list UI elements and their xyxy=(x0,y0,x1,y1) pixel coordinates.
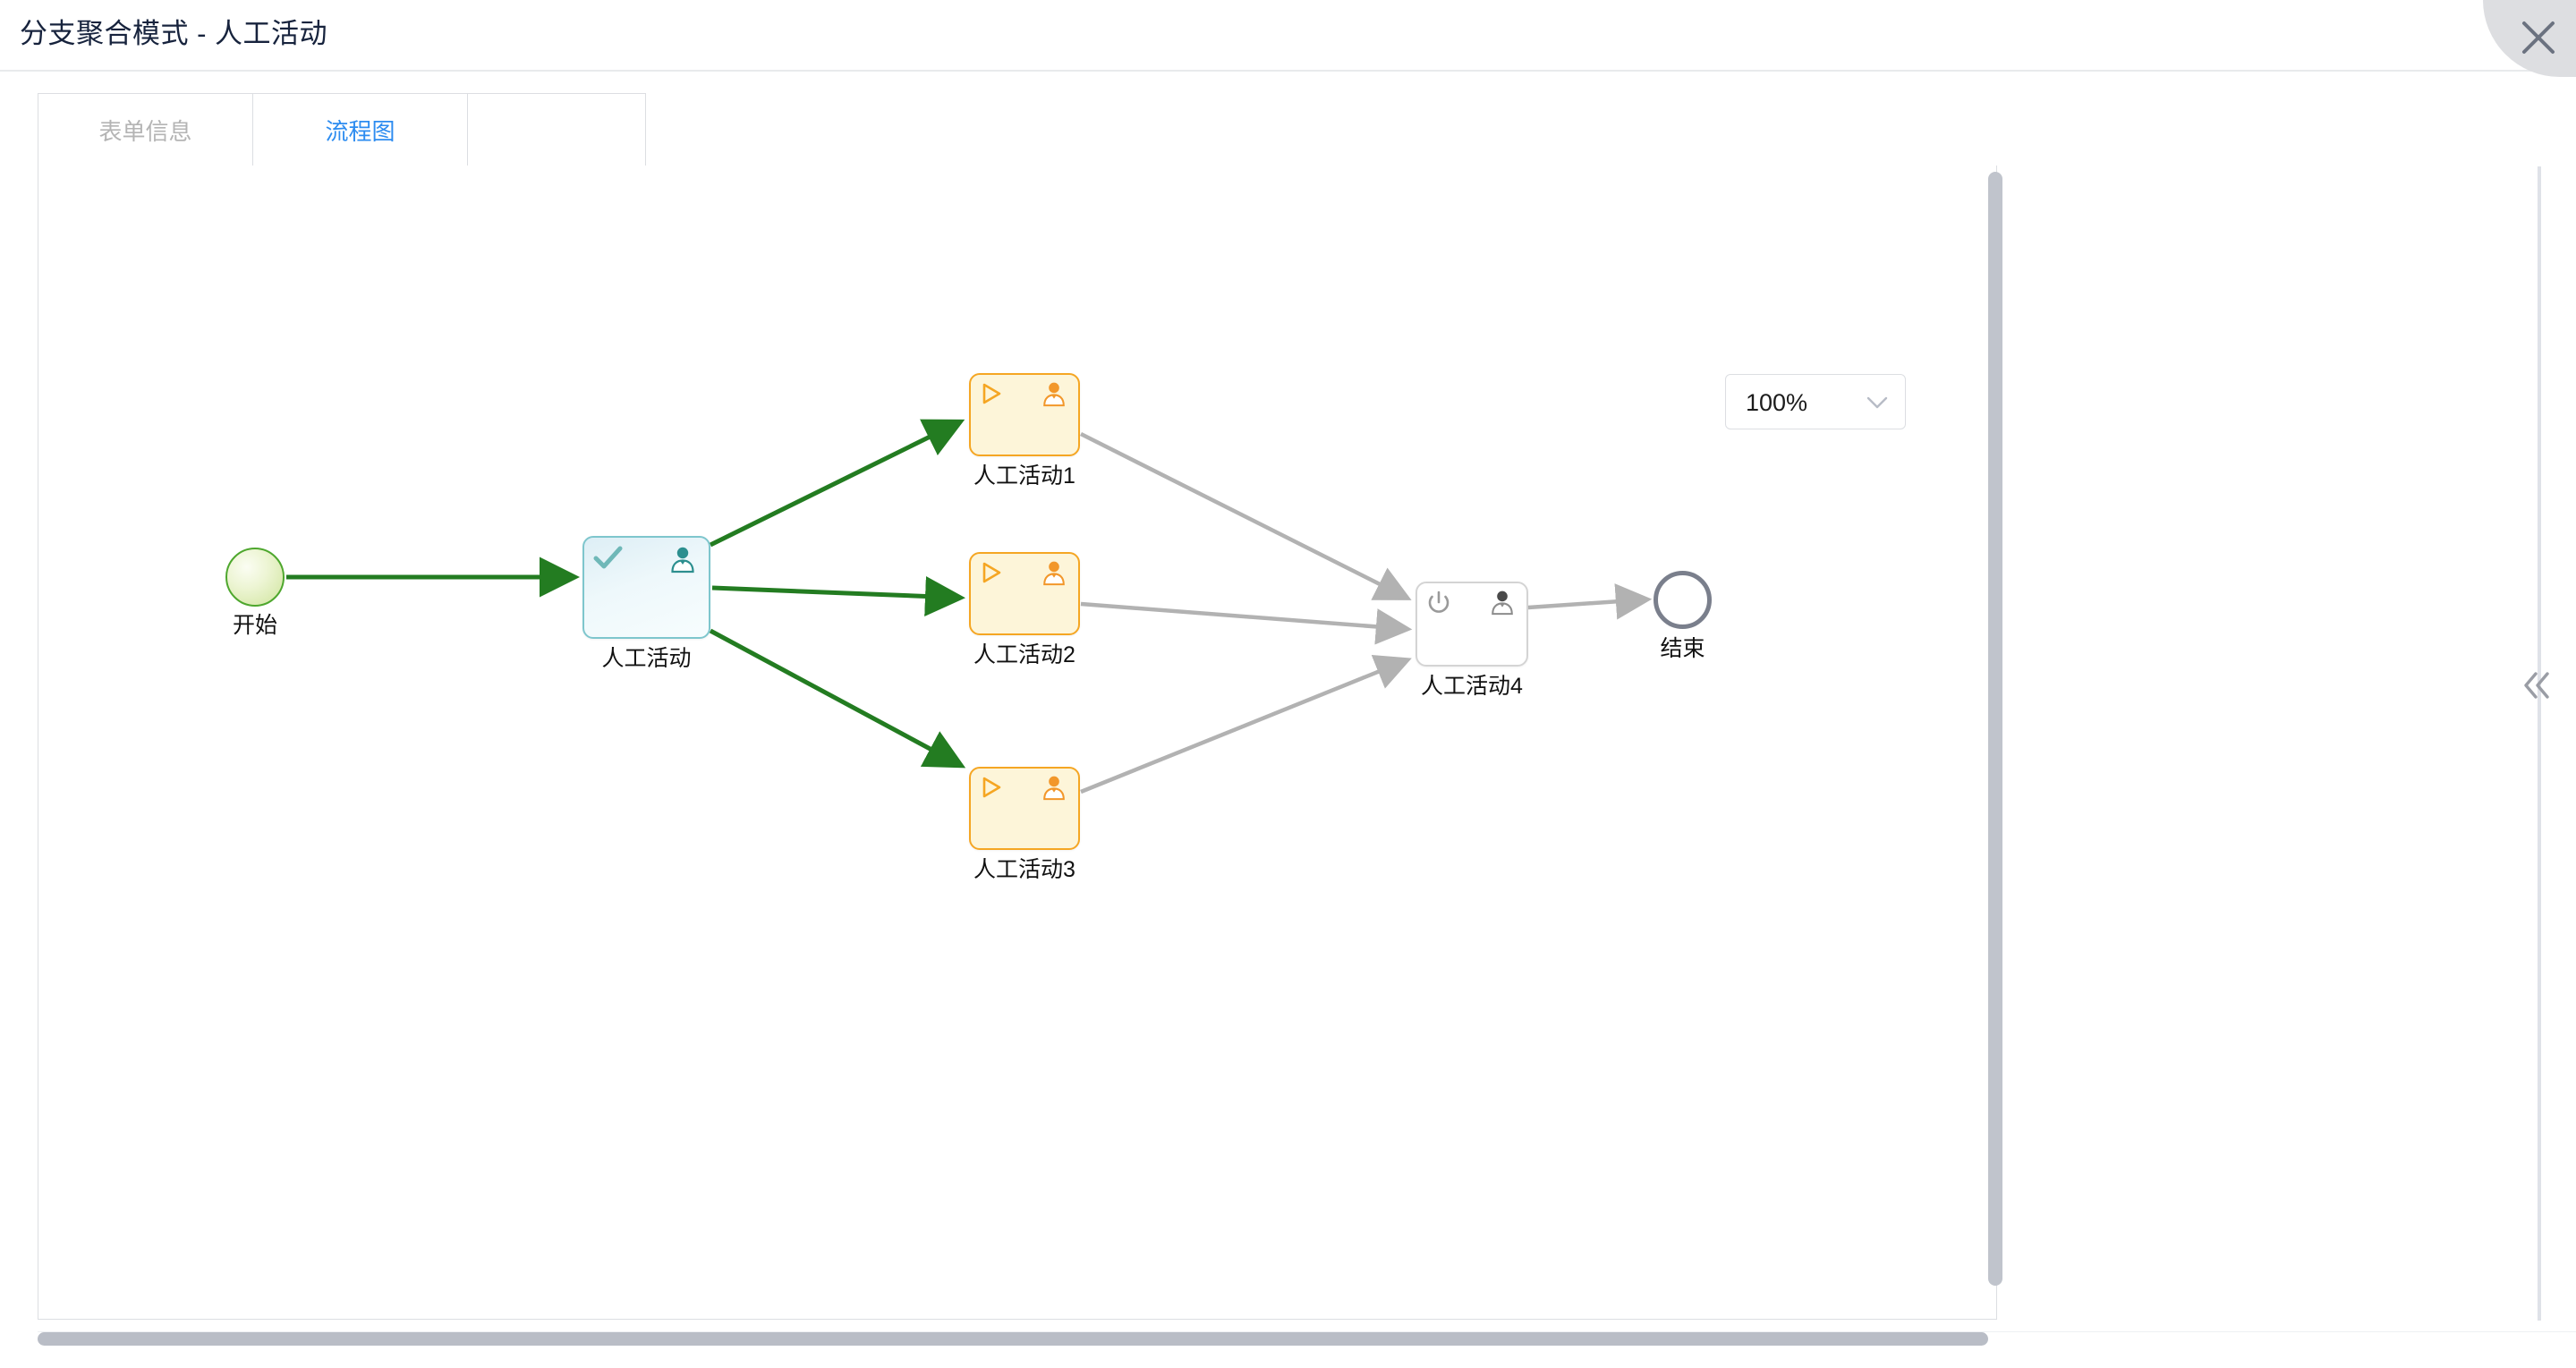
tab-bar-filler xyxy=(467,93,646,166)
node-task-4-label: 人工活动4 xyxy=(1421,674,1523,699)
person-icon xyxy=(1043,776,1065,801)
node-start-label: 开始 xyxy=(232,613,277,638)
edge-task2-task4 xyxy=(1080,601,1413,645)
edge-task4-end xyxy=(1527,583,1653,620)
start-event-shape xyxy=(225,548,285,607)
end-event-shape xyxy=(1654,571,1712,629)
edge-task3-task4 xyxy=(1080,655,1412,794)
collapse-panel-button[interactable] xyxy=(2516,664,2559,707)
node-task-1-label: 人工活动1 xyxy=(973,463,1075,489)
panel-divider xyxy=(2538,166,2541,1321)
close-icon xyxy=(2522,21,2555,54)
node-end-label: 结束 xyxy=(1660,636,1705,661)
tab-bar: 表单信息 流程图 xyxy=(38,93,646,166)
edge-task1-task4 xyxy=(1079,431,1412,600)
check-icon xyxy=(593,546,623,569)
task-node-shape xyxy=(582,536,710,639)
tab-form-info[interactable]: 表单信息 xyxy=(38,93,252,166)
zoom-level-select[interactable]: 100% xyxy=(1725,374,1906,429)
close-button[interactable] xyxy=(2483,0,2576,77)
task-node-shape xyxy=(1416,582,1528,667)
flow-diagram: 开始 人工活动 xyxy=(38,166,1996,1319)
vertical-scrollbar-thumb[interactable] xyxy=(1988,172,2002,1286)
node-task-3-label: 人工活动3 xyxy=(973,857,1075,882)
vertical-scrollbar-track[interactable] xyxy=(1988,172,2002,1308)
double-chevron-left-icon xyxy=(2524,672,2549,699)
person-icon xyxy=(671,547,694,574)
play-icon xyxy=(982,383,1001,404)
flow-edges xyxy=(286,419,1653,794)
play-icon xyxy=(982,777,1001,798)
edge-task0-task3 xyxy=(709,628,966,769)
person-icon xyxy=(1492,591,1513,616)
power-icon xyxy=(1428,591,1450,613)
tab-flow-chart-label: 流程图 xyxy=(325,117,395,145)
node-task-renwu-huodong-label: 人工活动 xyxy=(601,646,692,671)
node-task-2-label: 人工活动2 xyxy=(973,642,1075,667)
person-icon xyxy=(1043,561,1065,586)
person-icon xyxy=(1043,382,1065,407)
page-title: 分支聚合模式 - 人工活动 xyxy=(20,18,328,49)
diagram-canvas[interactable]: 开始 人工活动 xyxy=(38,166,1997,1320)
tab-flow-chart[interactable]: 流程图 xyxy=(252,93,467,166)
dialog-header: 分支聚合模式 - 人工活动 xyxy=(0,0,2576,77)
horizontal-scrollbar-track[interactable] xyxy=(38,1331,2576,1347)
zoom-level-value: 100% xyxy=(1746,389,1808,416)
tab-form-info-label: 表单信息 xyxy=(98,117,192,145)
horizontal-scrollbar-thumb[interactable] xyxy=(38,1332,1988,1346)
edge-task0-task2 xyxy=(711,576,965,616)
chevron-down-icon xyxy=(1866,396,1888,409)
edge-task0-task1 xyxy=(709,419,965,548)
play-icon xyxy=(982,562,1001,583)
